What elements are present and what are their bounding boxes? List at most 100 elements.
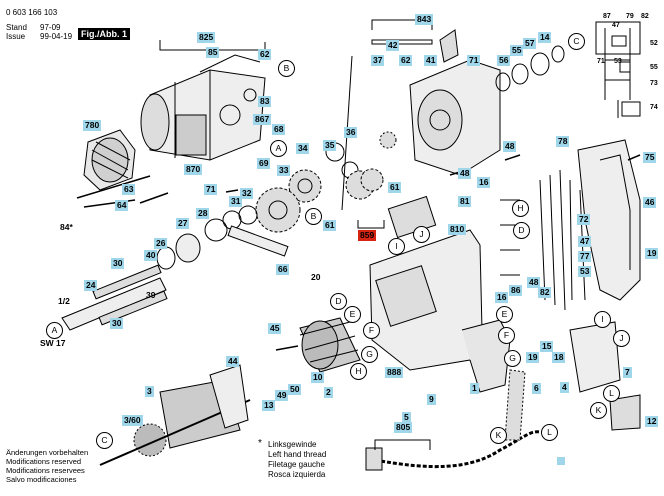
part-label: 2: [324, 387, 333, 398]
field-coil-drawing: [299, 317, 361, 373]
reference-circle: L: [541, 424, 558, 441]
color-swatch: [557, 457, 565, 465]
reference-circle: D: [330, 293, 347, 310]
part-label: 48: [527, 277, 541, 288]
part-label: 44: [226, 356, 240, 367]
schematic-label: 73: [650, 80, 658, 87]
part-label: 15: [540, 341, 554, 352]
reference-circle: B: [305, 208, 322, 225]
reference-circle: B: [278, 60, 295, 77]
reference-circle: J: [613, 330, 630, 347]
part-label: 39: [146, 290, 156, 300]
part-label: 24: [84, 280, 98, 291]
motor-housing-drawing: [409, 29, 501, 176]
part-label: 3: [145, 386, 154, 397]
part-label: 35: [323, 140, 337, 151]
reference-circle: G: [361, 346, 378, 363]
drill-chuck-drawing: [83, 129, 136, 191]
reference-circle: H: [350, 363, 367, 380]
part-label: 10: [311, 372, 325, 383]
part-label: 20: [311, 272, 321, 282]
reference-circle: F: [498, 327, 515, 344]
wiring-drawing: [500, 169, 586, 311]
part-label: 50: [288, 384, 302, 395]
part-label: 72: [577, 214, 591, 225]
lefthand-asterisk: *: [258, 438, 262, 449]
part-label: 12: [645, 416, 659, 427]
reference-circle: C: [96, 432, 113, 449]
switch-drawing: [569, 321, 641, 431]
part-label: 62: [399, 55, 413, 66]
part-label: 81: [458, 196, 472, 207]
reference-circle: I: [594, 311, 611, 328]
part-label: 47: [578, 236, 592, 247]
reference-circle: D: [513, 222, 530, 239]
reference-circle: J: [413, 226, 430, 243]
part-label: 825: [197, 32, 216, 43]
part-label: 16: [477, 177, 491, 188]
part-label: 49: [275, 390, 289, 401]
part-label: 42: [386, 40, 400, 51]
part-label: 75: [643, 152, 657, 163]
gear-housing-drawing: [140, 54, 266, 161]
part-label: 1/2: [58, 296, 70, 306]
modifications-note: Änderungen vorbehalten Modifications res…: [6, 448, 89, 484]
part-label: 53: [578, 266, 592, 277]
part-label: 36: [344, 127, 358, 138]
part-label: 18: [552, 352, 566, 363]
part-label: 26: [154, 238, 168, 249]
reference-circle: F: [363, 322, 380, 339]
part-label: 33: [277, 165, 291, 176]
reference-circle: H: [512, 200, 529, 217]
reference-circle: A: [46, 322, 63, 339]
stand-date: 97-09: [40, 23, 61, 32]
part-label: 61: [388, 182, 402, 193]
sw-label: SW 17: [40, 338, 66, 348]
spindle-drawing: [61, 264, 168, 331]
gears-drawing: [156, 131, 397, 270]
part-label: 69: [257, 158, 271, 169]
part-label: 64: [115, 200, 129, 211]
part-label: 56: [497, 55, 511, 66]
part-label: 83: [258, 96, 272, 107]
part-label: 48: [503, 141, 517, 152]
part-label: 888: [385, 367, 404, 378]
schematic-label: 74: [650, 104, 658, 111]
part-label: 78: [556, 136, 570, 147]
part-label: 68: [272, 124, 286, 135]
reference-circle: G: [504, 350, 521, 367]
part-label: 86: [509, 285, 523, 296]
schematic-label: 79: [626, 13, 634, 20]
part-label: 867: [253, 114, 272, 125]
part-label: 7: [623, 367, 632, 378]
reference-circle: K: [590, 402, 607, 419]
reference-circle: K: [490, 427, 507, 444]
figure-label: Fig./Abb. 1: [78, 28, 130, 40]
part-label: 32: [240, 188, 254, 199]
part-label: 48: [458, 168, 472, 179]
part-label: 843: [415, 14, 434, 25]
reference-circle: E: [344, 306, 361, 323]
power-cable-drawing: [365, 369, 541, 471]
part-label: 5: [402, 412, 411, 423]
part-label: 34: [296, 143, 310, 154]
reference-circle: L: [603, 385, 620, 402]
part-label: 82: [538, 287, 552, 298]
part-label: 37: [371, 55, 385, 66]
part-label: 31: [229, 196, 243, 207]
part-label: 85: [206, 47, 220, 58]
reference-circle: I: [388, 238, 405, 255]
part-label: 84*: [60, 222, 73, 232]
schematic-label: 52: [650, 40, 658, 47]
handle-drawing: [577, 139, 641, 301]
document-number: 0 603 166 103: [6, 8, 58, 17]
part-label: 77: [578, 251, 592, 262]
part-label: 30: [111, 258, 125, 269]
gearbox-housing-drawing: [369, 195, 511, 393]
part-label: 19: [526, 352, 540, 363]
issue-label: Issue: [6, 32, 26, 41]
schematic-label: 47: [612, 22, 620, 29]
part-label: 4: [560, 382, 569, 393]
